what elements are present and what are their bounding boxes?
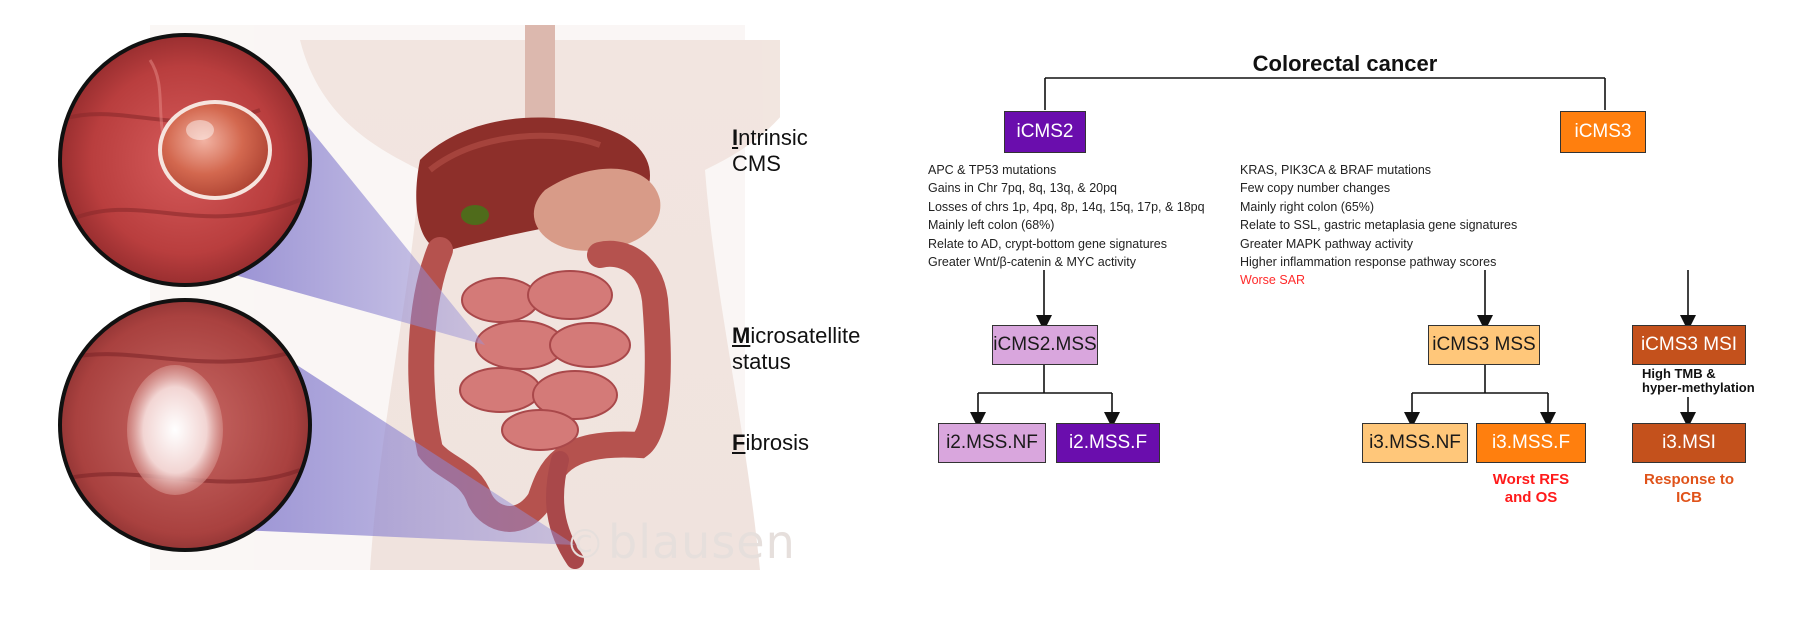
- feature-item: Greater Wnt/β-catenin & MYC activity: [928, 255, 1136, 270]
- outcome-response-icb: Response to ICB: [1643, 471, 1734, 506]
- worse-sar-note: Worse SAR: [1240, 273, 1306, 288]
- icms2-feature-list: APC & TP53 mutations Gains in Chr 7pq, 8…: [928, 161, 1205, 271]
- small-intestine: [459, 270, 631, 451]
- feature-item: Relate to AD, crypt-bottom gene signatur…: [928, 236, 1168, 251]
- node-icms3-mss: iCMS3 MSS: [1428, 325, 1540, 365]
- polyp-inset: [60, 35, 310, 285]
- row-label-microsatellite-status: Microsatellite status: [732, 323, 861, 374]
- node-icms2: iCMS2: [1004, 111, 1086, 153]
- node-icms3-msi: iCMS3 MSI: [1632, 325, 1746, 365]
- feature-item: Few copy number changes: [1240, 181, 1391, 196]
- node-i2-mss-f: i2.MSS.F: [1056, 423, 1160, 463]
- feature-item: Mainly right colon (65%): [1240, 199, 1375, 214]
- feature-item: Higher inflammation response pathway sco…: [1240, 255, 1497, 270]
- feature-item: Gains in Chr 7pq, 8q, 13q, & 20pq: [928, 181, 1118, 196]
- node-icms3: iCMS3: [1560, 111, 1646, 153]
- icms3-feature-list: KRAS, PIK3CA & BRAF mutations Few copy n…: [1240, 161, 1517, 290]
- watermark: ©blausen: [565, 515, 796, 569]
- outcome-worst-rfs: Worst RFS and OS: [1492, 471, 1570, 506]
- node-i2-mss-nf: i2.MSS.NF: [938, 423, 1046, 463]
- lesion-inset: [60, 300, 310, 550]
- node-i3-mss-nf: i3.MSS.NF: [1362, 423, 1468, 463]
- row-label-fibrosis: Fibrosis: [732, 430, 810, 455]
- magnifier-cone-bottom: [235, 325, 575, 545]
- flowchart-connectors: [970, 77, 1696, 428]
- msi-annotation: High TMB & hyper-methylation: [1642, 366, 1755, 395]
- feature-item: KRAS, PIK3CA & BRAF mutations: [1240, 163, 1432, 177]
- feature-item: Greater MAPK pathway activity: [1240, 236, 1413, 251]
- colon-shape: [408, 237, 671, 532]
- feature-item: Losses of chrs 1p, 4pq, 8p, 14q, 15q, 17…: [928, 199, 1205, 214]
- node-icms2-mss: iCMS2.MSS: [992, 325, 1098, 365]
- row-label-intrinsic-cms: Intrinsic CMS: [732, 125, 808, 176]
- node-i3-msi: i3.MSI: [1632, 423, 1746, 463]
- feature-item: Relate to SSL, gastric metaplasia gene s…: [1240, 218, 1518, 233]
- feature-item: Mainly left colon (68%): [928, 218, 1055, 233]
- cms-flowchart: Colorectal cancer Intrinsic CMS Microsat…: [732, 25, 1770, 565]
- anatomy-illustration: [58, 25, 780, 570]
- feature-item: APC & TP53 mutations: [928, 163, 1057, 177]
- node-i3-mss-f: i3.MSS.F: [1476, 423, 1586, 463]
- flowchart-title: Colorectal cancer: [1252, 51, 1438, 76]
- stomach-shape: [533, 168, 661, 251]
